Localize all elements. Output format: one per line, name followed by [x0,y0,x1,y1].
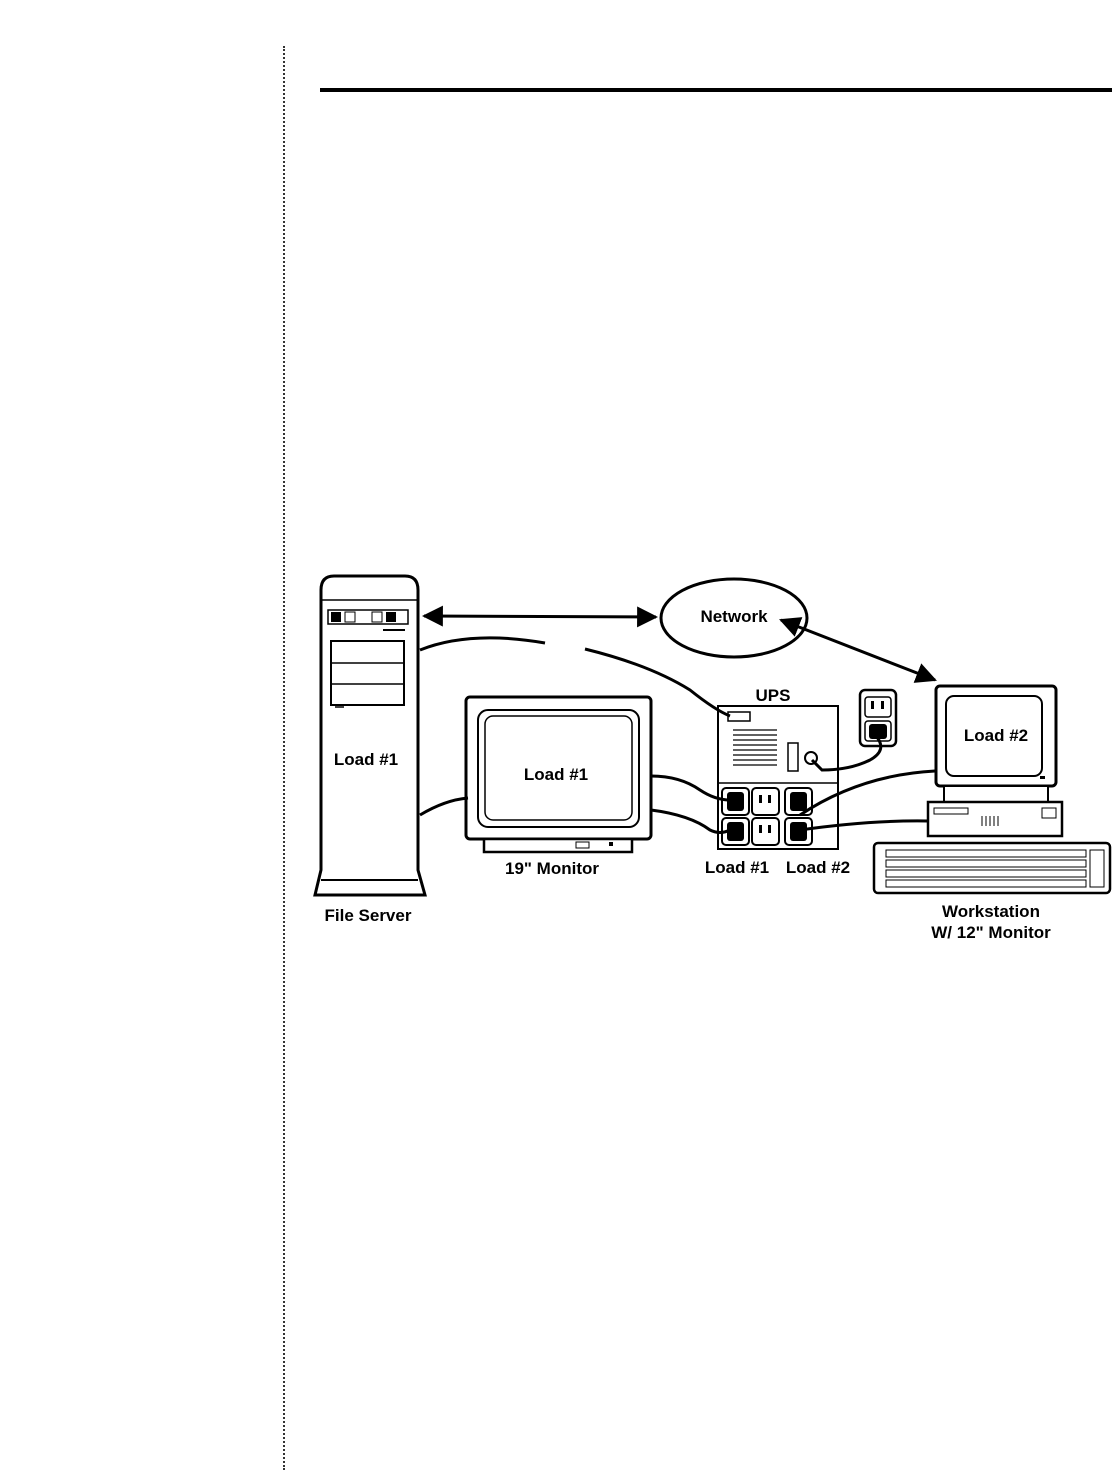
ups-label: UPS [756,686,791,705]
power-cables [419,636,936,834]
monitor-caption: 19" Monitor [505,859,599,878]
network-cloud: Network [659,577,809,659]
ups-unit: UPS [717,686,839,850]
workstation-screen-label: Load #2 [964,726,1028,745]
workstation-caption-line2: W/ 12" Monitor [931,923,1051,942]
server-caption: File Server [325,906,412,925]
network-workstation-link [779,617,937,683]
server-network-link [421,605,659,628]
ups-load2-caption: Load #2 [786,858,850,877]
margin-rule [283,46,285,1470]
file-server: Load #1 [313,574,427,897]
ups-load1-caption: Load #1 [705,858,769,877]
workstation: Load #2 [872,684,1112,895]
server-load-label: Load #1 [334,750,398,769]
nineteen-inch-monitor: Load #1 [464,695,653,854]
monitor-load-label: Load #1 [524,765,588,784]
wall-outlet [858,688,898,748]
ups-connection-diagram: Load #1 Load #1 [313,574,1112,942]
workstation-caption-line1: Workstation [942,902,1040,921]
header-rule [320,88,1112,92]
network-label: Network [700,607,768,626]
